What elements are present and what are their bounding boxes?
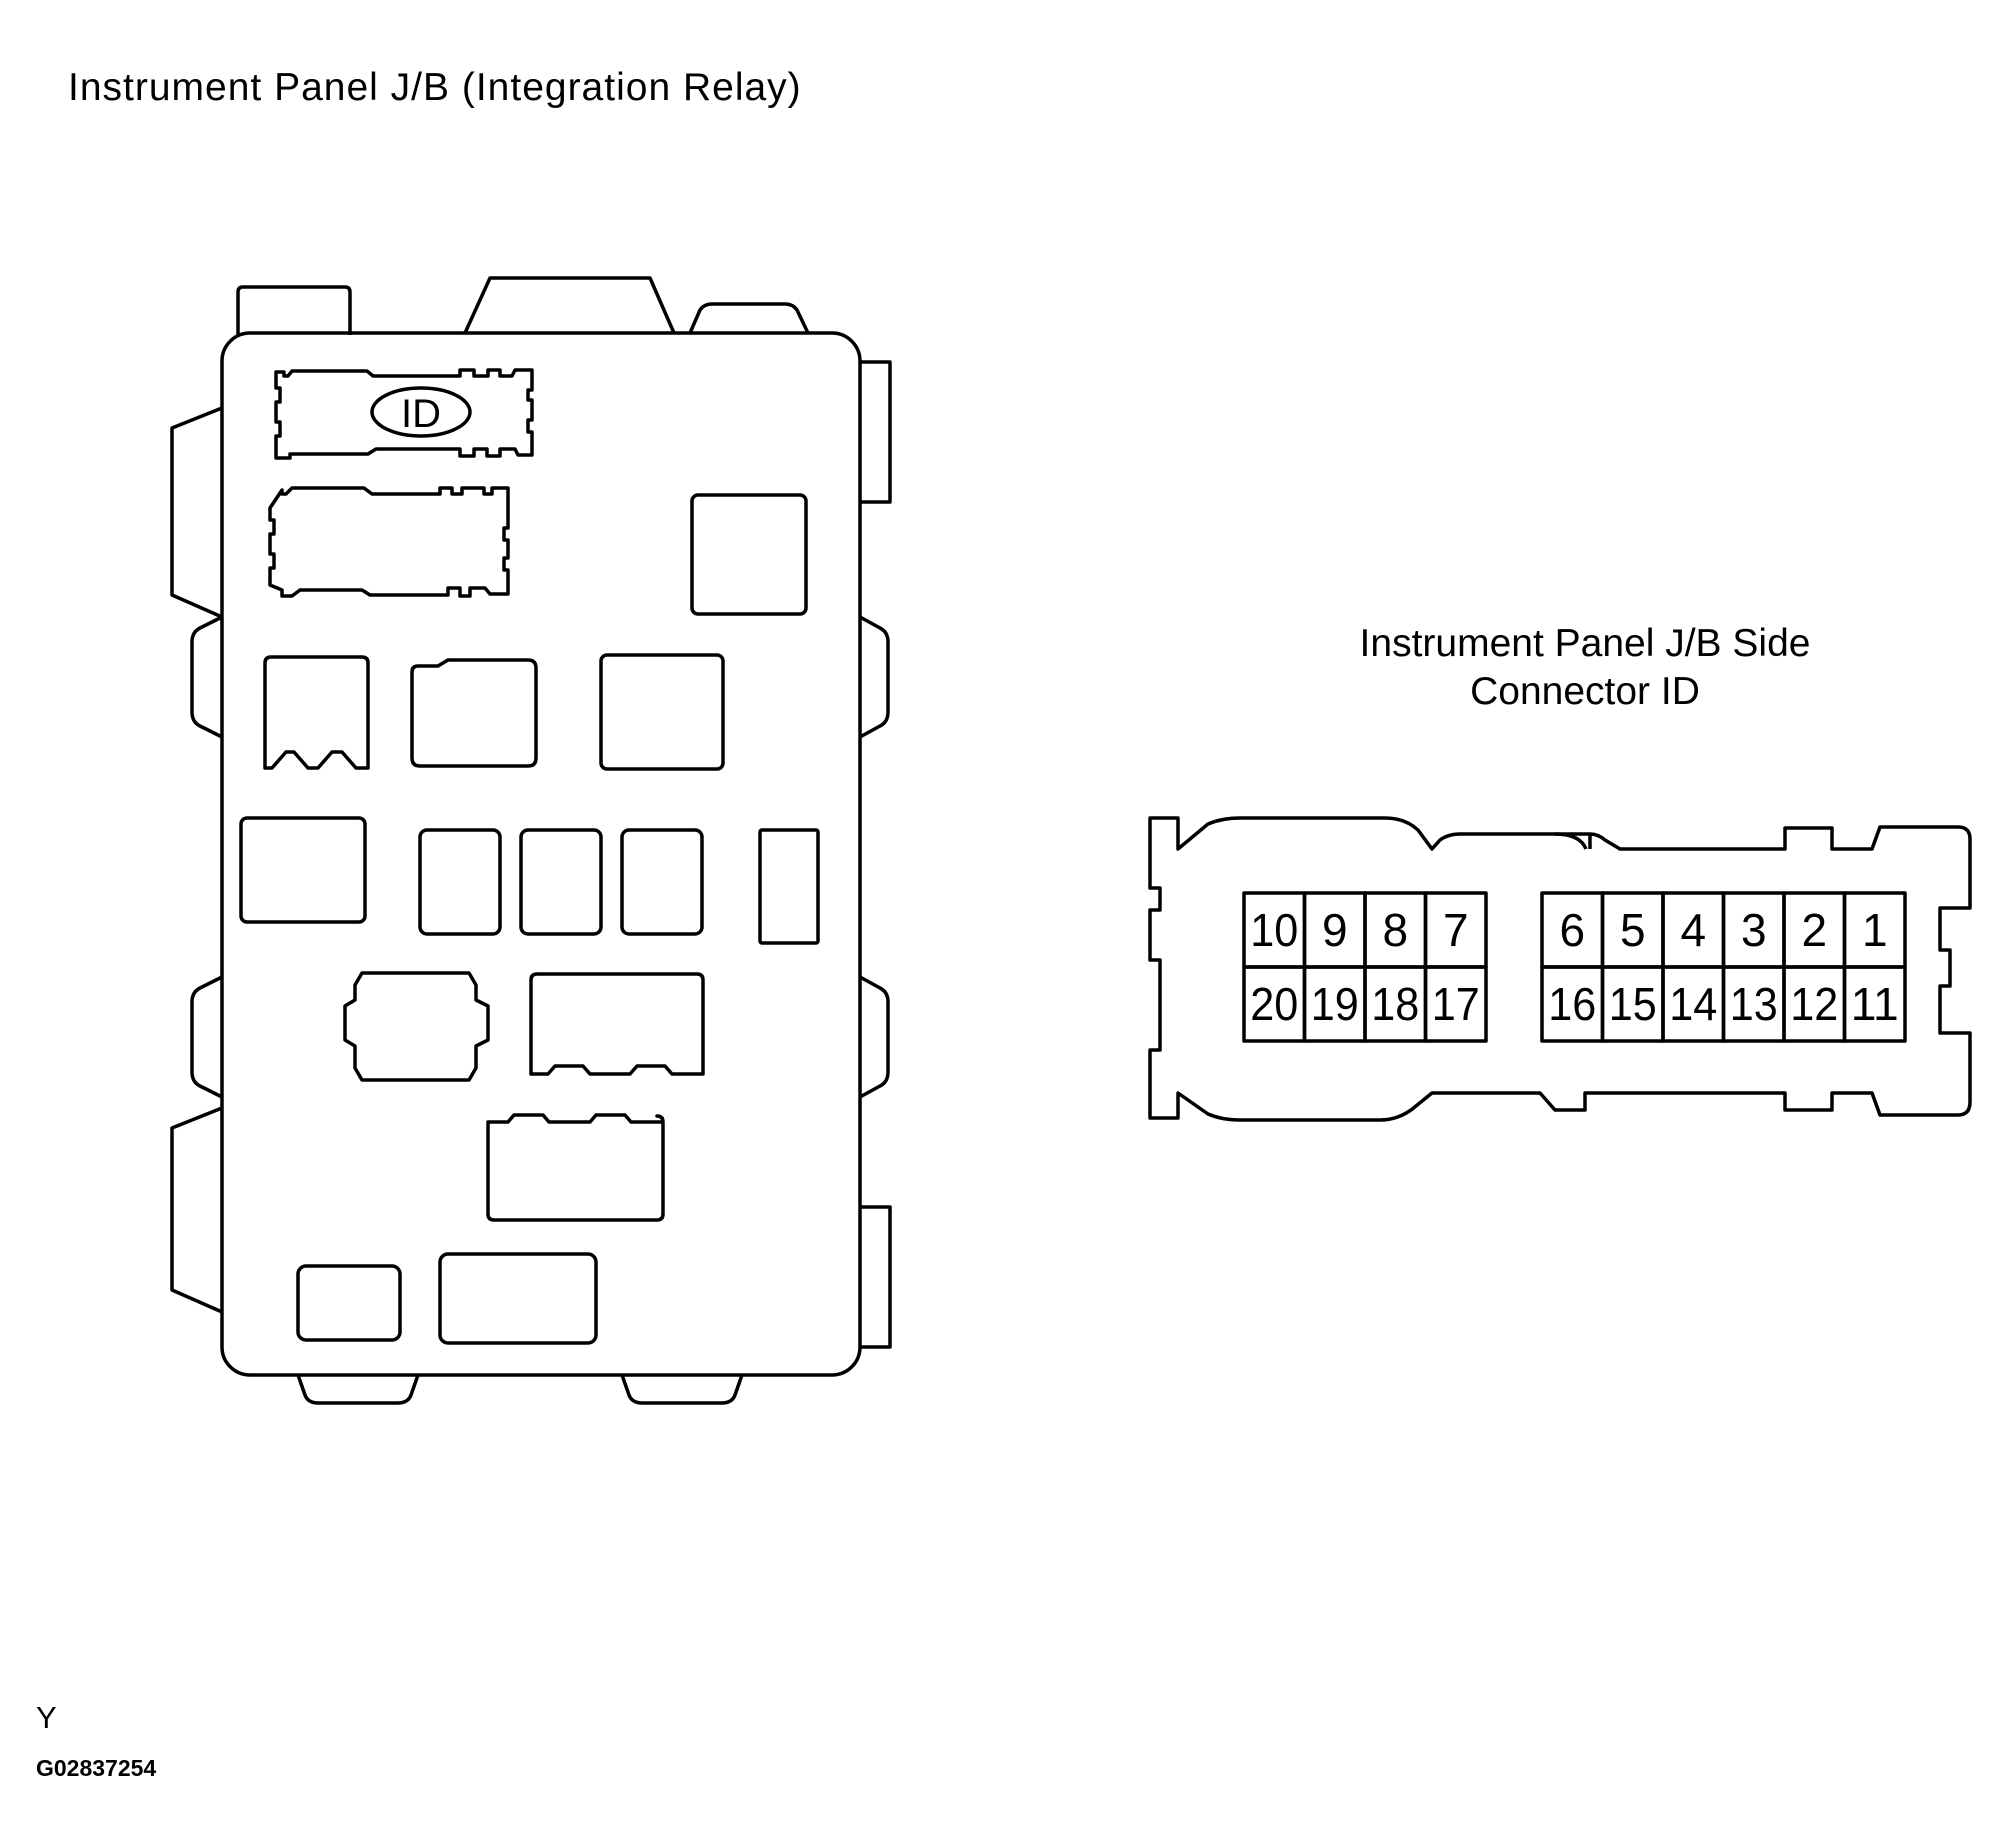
- connector-pin-number: 18: [1371, 978, 1419, 1030]
- connector-pin-number: 3: [1741, 904, 1767, 956]
- jb-top-tab-center: [463, 276, 676, 334]
- jb-slot-square-right: [690, 493, 808, 616]
- junction-block: ID: [170, 276, 892, 1405]
- jb-body: [220, 331, 862, 1377]
- jb-id-label: ID: [401, 392, 441, 436]
- jb-slot-octagon: [343, 971, 490, 1082]
- connector-pin-number: 10: [1250, 904, 1298, 956]
- jb-right-tab-4: [860, 1205, 892, 1349]
- jb-top-tab-right: [688, 302, 810, 334]
- jb-left-tab-1: [170, 406, 223, 619]
- jb-top-tab-left: [236, 285, 352, 335]
- jb-slot-fuse-1: [418, 828, 502, 936]
- jb-slot-notch: [263, 655, 370, 770]
- connector-title-line2: Connector ID: [1470, 670, 1700, 713]
- connector-pin-number: 11: [1851, 978, 1899, 1030]
- jb-slot-row3-right: [599, 653, 725, 771]
- connector-pin-cell: [1423, 965, 1488, 1043]
- main-title: Instrument Panel J/B (Integration Relay): [68, 66, 802, 109]
- jb-slot-id: [274, 368, 534, 460]
- jb-slot-row6: [486, 1113, 665, 1222]
- connector-pin-number: 14: [1669, 978, 1717, 1030]
- connector-pin-number: 20: [1250, 978, 1298, 1030]
- connector-pin-number: 13: [1730, 978, 1778, 1030]
- jb-left-tab-2: [190, 615, 223, 739]
- connector-pin-number: 2: [1801, 904, 1827, 956]
- connector-pin-number: 4: [1680, 904, 1706, 956]
- figure-letter: Y: [36, 1700, 57, 1735]
- jb-slot-fuse-3: [620, 828, 704, 936]
- connector-pin-number: 7: [1443, 904, 1469, 956]
- figure-code: G02837254: [36, 1755, 157, 1781]
- jb-slot-bottom-center: [438, 1252, 598, 1345]
- jb-right-tab-3: [859, 975, 890, 1099]
- connector-pin-number: 8: [1382, 904, 1408, 956]
- connector-pin-number: 1: [1862, 904, 1888, 956]
- connector-pin-number: 9: [1322, 904, 1348, 956]
- connector-title: Instrument Panel J/B Side Connector ID: [1290, 620, 1880, 716]
- connector-title-line1: Instrument Panel J/B Side: [1359, 622, 1811, 665]
- jb-id-ellipse: [370, 386, 472, 438]
- connector-pin-cell: [1842, 965, 1907, 1043]
- connector-pin-number: 6: [1559, 904, 1585, 956]
- connector-pin-number: 15: [1609, 978, 1657, 1030]
- connector-pin-number: 17: [1432, 978, 1480, 1030]
- jb-bottom-tab-left: [296, 1374, 420, 1405]
- connector-pin-number: 5: [1620, 904, 1646, 956]
- jb-slot-row4-a: [239, 816, 367, 924]
- jb-slot-fuse-2: [519, 828, 603, 936]
- jb-bottom-tab-right: [620, 1374, 744, 1405]
- connector-pin-number: 19: [1311, 978, 1359, 1030]
- jb-left-tab-3: [190, 975, 223, 1099]
- jb-slot-bottom-left: [296, 1264, 402, 1342]
- jb-right-tab-1: [860, 360, 892, 504]
- jb-slot-2: [268, 486, 510, 598]
- jb-slot-row3-center: [410, 658, 538, 768]
- jb-slot-narrow: [758, 828, 820, 945]
- connector-top-ridge: [1554, 832, 1588, 850]
- connector-pin-number: 12: [1790, 978, 1838, 1030]
- connector-housing: [1148, 816, 1972, 1122]
- jb-slot-row5-right: [529, 972, 705, 1076]
- connector-pin-number: 16: [1548, 978, 1596, 1030]
- jb-left-tab-4: [170, 1106, 223, 1314]
- jb-right-tab-2: [859, 615, 890, 739]
